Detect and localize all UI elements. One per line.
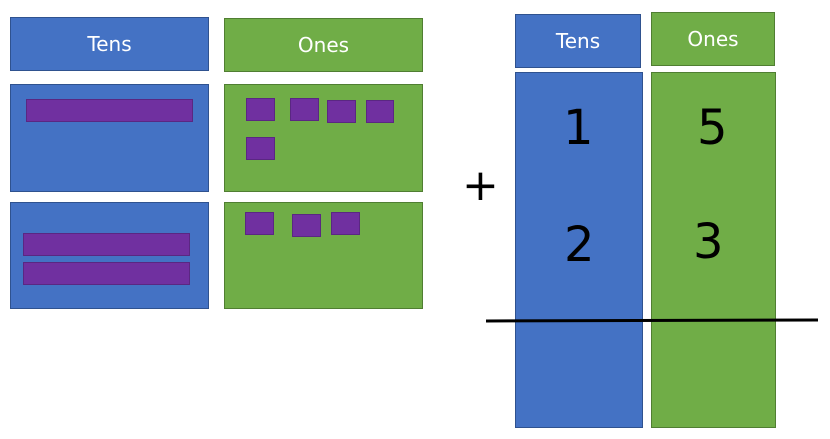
one-cube — [290, 98, 319, 121]
left-tens-header-label: Tens — [87, 32, 132, 56]
plus-sign: + — [462, 160, 499, 211]
right-tens-column — [515, 72, 643, 428]
left-ones-header-label: Ones — [297, 33, 350, 57]
one-cube — [246, 98, 275, 121]
one-cube — [245, 212, 274, 235]
ten-rod — [23, 233, 190, 256]
bottom-ones-digit: 3 — [693, 214, 724, 270]
one-cube — [327, 100, 356, 123]
one-cube — [331, 212, 360, 235]
left-ones-cell-row-1 — [224, 84, 423, 192]
left-tens-header: Tens — [10, 17, 209, 71]
right-ones-header-label: Ones — [687, 27, 739, 51]
right-ones-header: Ones — [651, 12, 775, 66]
one-cube — [292, 214, 321, 237]
ten-rod — [26, 99, 193, 122]
right-tens-header-label: Tens — [555, 29, 601, 53]
top-tens-digit: 1 — [563, 100, 594, 156]
left-tens-cell-row-1 — [10, 84, 209, 192]
left-ones-header: Ones — [224, 18, 423, 72]
top-ones-digit: 5 — [697, 100, 728, 156]
ten-rod — [23, 262, 190, 285]
left-tens-cell-row-2 — [10, 202, 209, 309]
left-ones-cell-row-2 — [224, 202, 423, 309]
one-cube — [366, 100, 394, 123]
right-ones-column — [651, 72, 776, 428]
one-cube — [246, 137, 275, 160]
bottom-tens-digit: 2 — [564, 217, 595, 273]
right-tens-header: Tens — [515, 14, 641, 68]
